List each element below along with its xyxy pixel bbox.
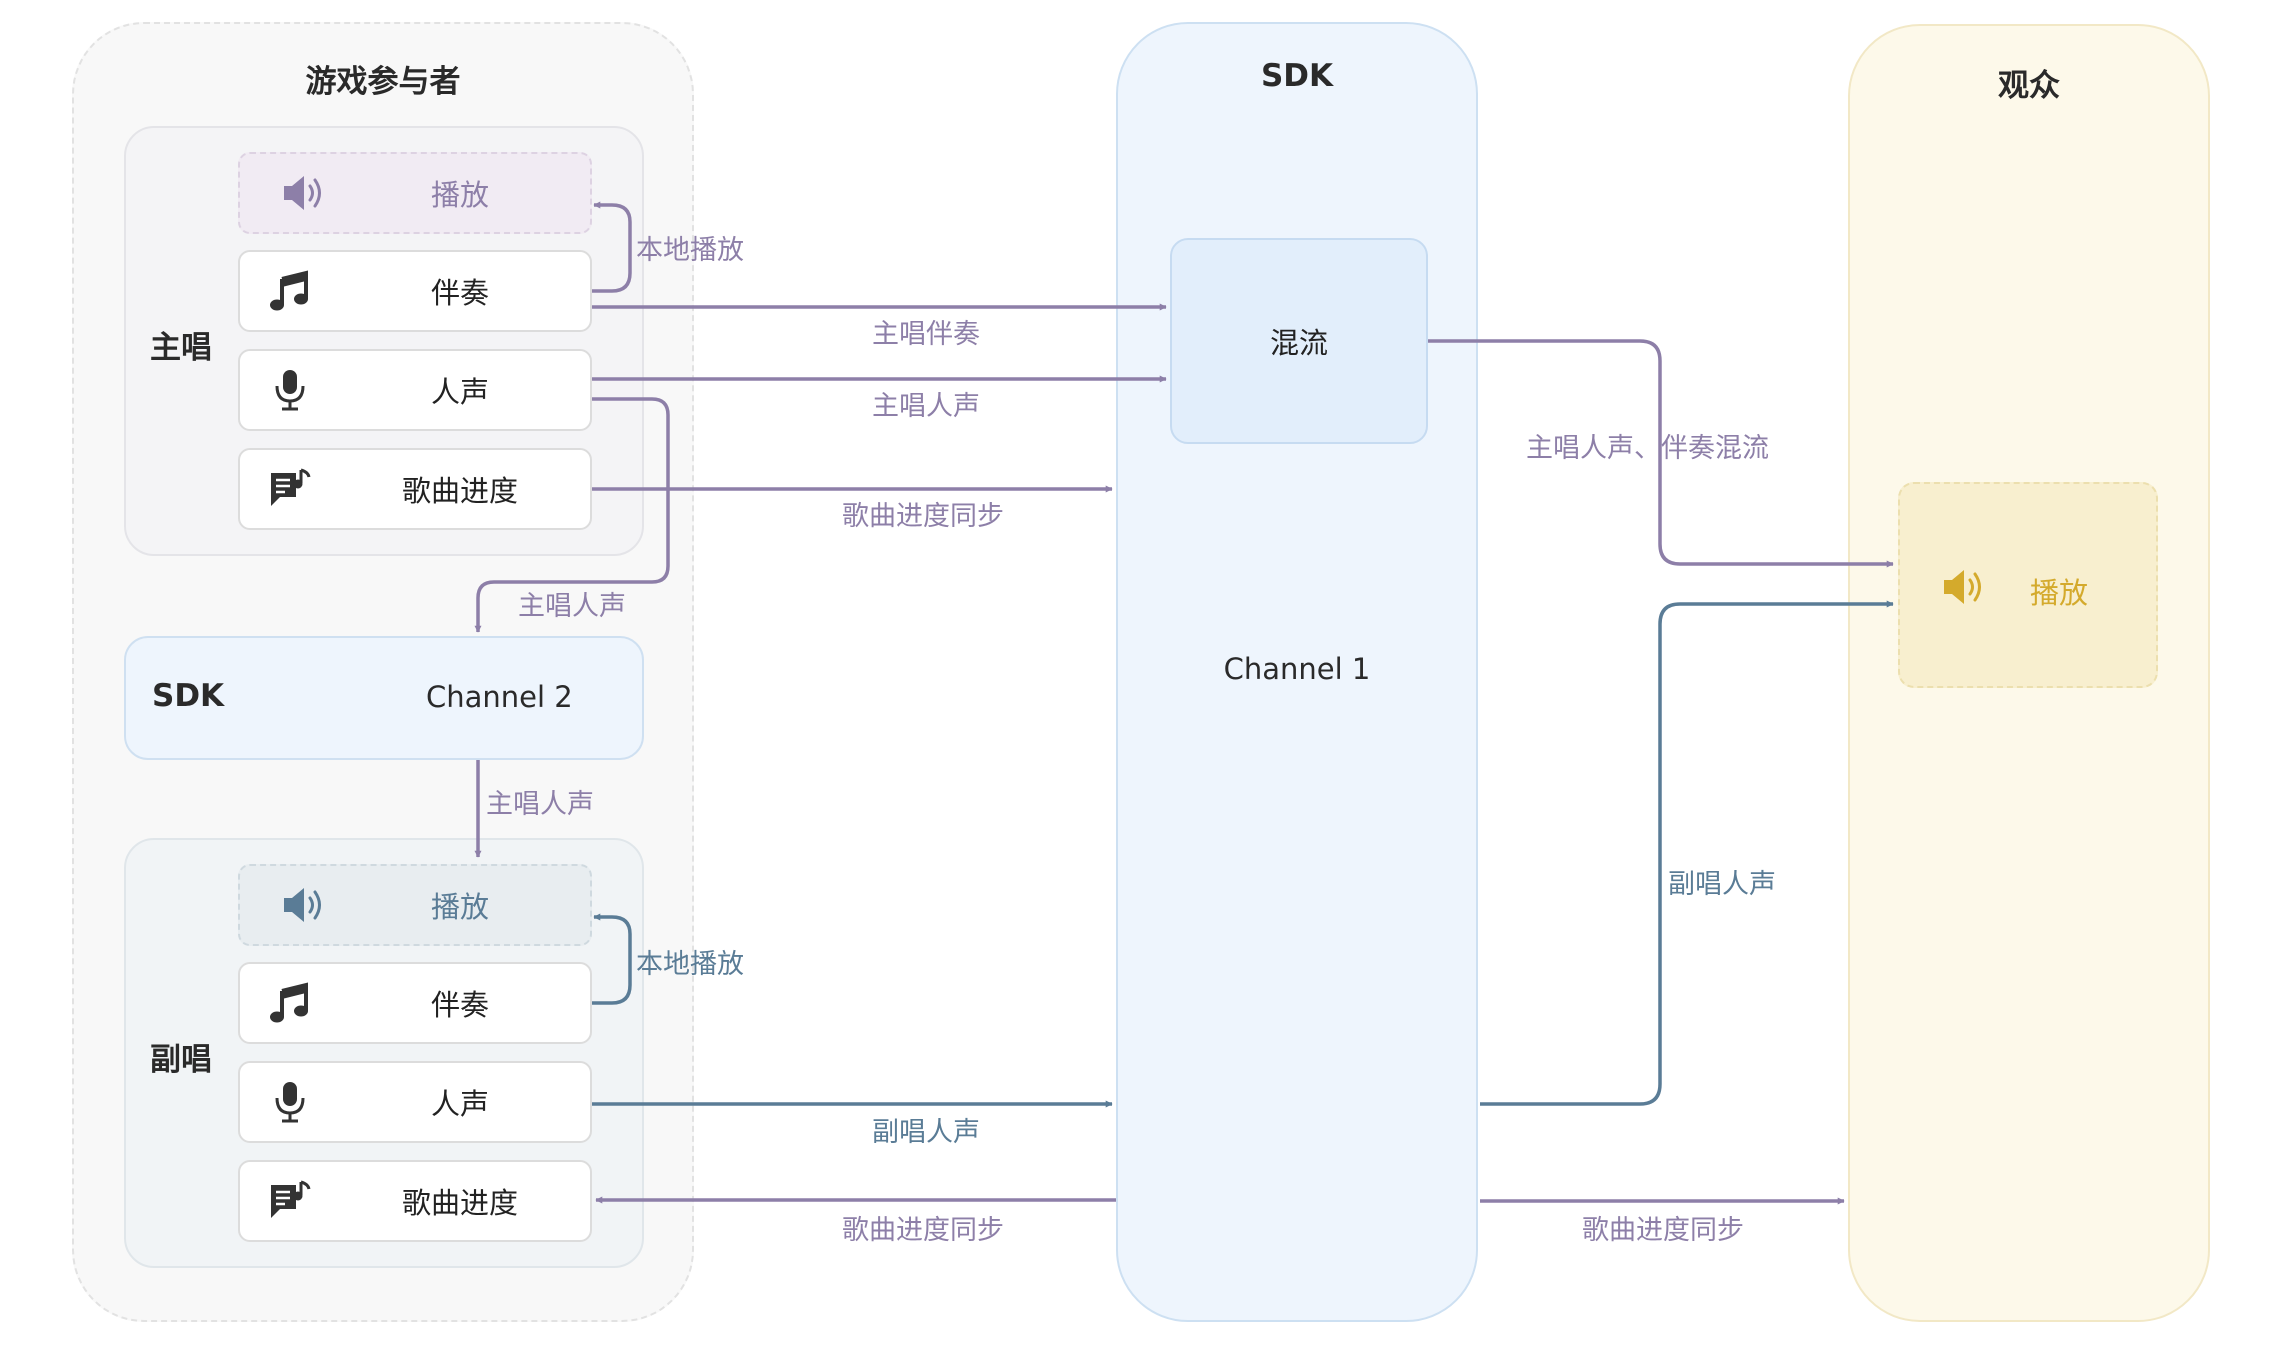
channel2-label: Channel 2	[426, 680, 573, 714]
song-progress-icon	[268, 467, 312, 511]
participants-title: 游戏参与者	[305, 64, 461, 100]
speaker-icon	[1940, 565, 1988, 609]
lead-accompaniment-box: 伴奏	[238, 250, 592, 332]
label-lead-vocal-to-channel2: 主唱人声	[518, 591, 626, 622]
label-lead-progress-sync: 歌曲进度同步	[842, 501, 1004, 532]
backup-playback-label: 播放	[430, 890, 489, 924]
lead-progress-box: 歌曲进度	[238, 448, 592, 530]
edge-lead-local-play	[592, 201, 632, 293]
label-progress-to-audience: 歌曲进度同步	[1582, 1215, 1744, 1246]
song-progress-icon	[268, 1179, 312, 1223]
music-note-icon	[268, 269, 312, 313]
edge-mix-to-audience	[1428, 339, 1894, 568]
channel1-label: Channel 1	[1223, 652, 1371, 686]
edge-backup-vocal-to-audience	[1480, 600, 1894, 1106]
audience-playback-label: 播放	[2030, 576, 2089, 610]
label-lead-vocal: 主唱人声	[872, 391, 980, 422]
lead-progress-label: 歌曲进度	[401, 474, 518, 508]
channel2-sdk-box: SDK Channel 2	[124, 636, 644, 760]
lead-singer-role: 主唱	[150, 330, 212, 366]
microphone-icon	[268, 1080, 312, 1124]
sdk-title: SDK	[1260, 58, 1334, 94]
speaker-icon	[280, 171, 328, 215]
edge-lead-vocal-to-channel2	[474, 397, 670, 633]
backup-progress-label: 歌曲进度	[401, 1186, 518, 1220]
label-backup-progress-sync: 歌曲进度同步	[842, 1215, 1004, 1246]
speaker-icon	[280, 883, 328, 927]
label-backup-vocal: 副唱人声	[872, 1117, 980, 1148]
label-mix-to-audience: 主唱人声、伴奏混流	[1526, 433, 1769, 464]
mix-box: 混流	[1170, 238, 1428, 444]
backup-singer-role: 副唱	[150, 1042, 212, 1078]
label-backup-vocal-to-audience: 副唱人声	[1668, 869, 1776, 900]
lead-vocal-label: 人声	[430, 375, 489, 409]
label-lead-local-play: 本地播放	[636, 235, 744, 266]
lead-playback-label: 播放	[430, 178, 489, 212]
backup-accompaniment-box: 伴奏	[238, 962, 592, 1044]
lead-playback-box: 播放	[238, 152, 592, 234]
lead-accompaniment-label: 伴奏	[430, 276, 489, 310]
backup-progress-box: 歌曲进度	[238, 1160, 592, 1242]
backup-vocal-label: 人声	[430, 1087, 489, 1121]
channel2-sdk-label: SDK	[152, 678, 225, 714]
label-backup-local-play: 本地播放	[636, 949, 744, 980]
audience-title: 观众	[1998, 68, 2060, 104]
backup-playback-box: 播放	[238, 864, 592, 946]
music-note-icon	[268, 981, 312, 1025]
microphone-icon	[268, 368, 312, 412]
mix-label: 混流	[1269, 326, 1328, 360]
label-channel2-to-backup: 主唱人声	[486, 789, 594, 820]
backup-accompaniment-label: 伴奏	[430, 988, 489, 1022]
label-lead-accompaniment: 主唱伴奏	[872, 319, 980, 350]
edge-backup-local-play	[592, 913, 632, 1005]
lead-vocal-box: 人声	[238, 349, 592, 431]
backup-vocal-box: 人声	[238, 1061, 592, 1143]
audience-playback-box: 播放	[1898, 482, 2158, 688]
